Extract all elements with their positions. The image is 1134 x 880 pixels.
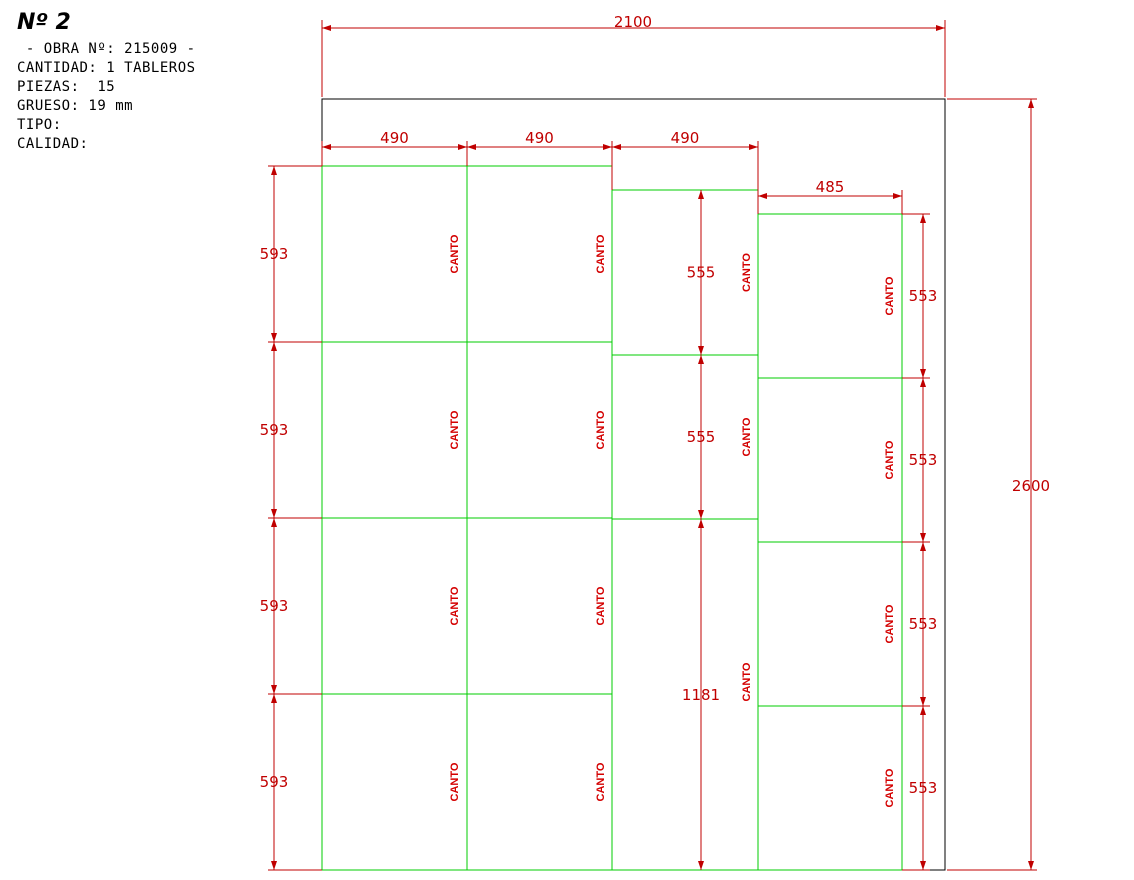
piece	[757, 705, 903, 871]
dimension-label: 553	[909, 779, 938, 797]
dimension-label: 485	[816, 178, 845, 196]
piece	[757, 213, 903, 379]
dimension-label: 490	[525, 129, 554, 147]
dimension-arrow	[271, 342, 277, 351]
dimension-arrow	[920, 706, 926, 715]
grueso-line: GRUESO: 19 mm	[17, 98, 134, 114]
dimension-label: 555	[687, 264, 716, 282]
dimension-label: 490	[380, 129, 409, 147]
piece	[321, 517, 468, 695]
dimension-label: 1181	[682, 686, 720, 704]
dimension-label: 2100	[614, 13, 652, 31]
dimension-arrow	[603, 144, 612, 150]
dimension-arrow	[920, 697, 926, 706]
board-outline	[321, 98, 946, 871]
piece	[466, 341, 613, 519]
dimension-label: 553	[909, 615, 938, 633]
canto-edge-label: CANTO	[741, 662, 753, 701]
cantidad-line: CANTIDAD: 1 TABLEROS	[17, 60, 196, 76]
canto-edge-label: CANTO	[595, 762, 607, 801]
dimension-arrow	[698, 190, 704, 199]
dimension-arrow	[271, 861, 277, 870]
dimension-arrow	[936, 25, 945, 31]
canto-edge-label: CANTO	[595, 410, 607, 449]
piece	[757, 377, 903, 543]
piece	[466, 165, 613, 343]
dimension-arrow	[322, 144, 331, 150]
dimension-arrow	[698, 355, 704, 364]
piece	[757, 541, 903, 707]
dimension-arrow	[322, 25, 331, 31]
dimension-arrow	[920, 861, 926, 870]
canto-edge-label: CANTO	[884, 440, 896, 479]
piece	[321, 693, 468, 871]
dimension-label: 593	[260, 245, 289, 263]
calidad-line: CALIDAD:	[17, 136, 89, 152]
dimension-label: 553	[909, 287, 938, 305]
canto-edge-label: CANTO	[884, 768, 896, 807]
dimension-arrow	[271, 166, 277, 175]
dimension-label: 553	[909, 451, 938, 469]
dimension-arrow	[271, 685, 277, 694]
canto-edge-label: CANTO	[449, 586, 461, 625]
dimension-arrow	[271, 518, 277, 527]
canto-edge-label: CANTO	[595, 586, 607, 625]
canto-edge-label: CANTO	[741, 417, 753, 456]
canto-edge-label: CANTO	[884, 604, 896, 643]
dimension-arrow	[920, 533, 926, 542]
dimension-arrow	[698, 510, 704, 519]
dimension-label: 593	[260, 597, 289, 615]
piece	[466, 693, 613, 871]
dimension-arrow	[1028, 99, 1034, 108]
dimension-arrow	[698, 346, 704, 355]
dimension-label: 593	[260, 773, 289, 791]
dimension-label: 490	[671, 129, 700, 147]
dimension-arrow	[1028, 861, 1034, 870]
piezas-line: PIEZAS: 15	[17, 79, 116, 95]
dimension-arrow	[271, 509, 277, 518]
dimension-arrow	[893, 193, 902, 199]
dimension-arrow	[920, 542, 926, 551]
dimension-arrow	[920, 369, 926, 378]
canto-edge-label: CANTO	[595, 234, 607, 273]
dimension-label: 2600	[1012, 477, 1050, 495]
canto-edge-label: CANTO	[741, 253, 753, 292]
dimension-arrow	[749, 144, 758, 150]
piece	[611, 189, 759, 356]
dimension-arrow	[698, 519, 704, 528]
tipo-line: TIPO:	[17, 117, 62, 133]
dimension-label: 593	[260, 421, 289, 439]
dimension-arrow	[758, 193, 767, 199]
canto-edge-label: CANTO	[449, 234, 461, 273]
dimension-arrow	[467, 144, 476, 150]
dimension-label: 555	[687, 428, 716, 446]
canto-edge-label: CANTO	[884, 276, 896, 315]
dimension-arrow	[920, 214, 926, 223]
dimension-arrow	[271, 694, 277, 703]
cut-sheet-header: Nº 2 - OBRA Nº: 215009 - CANTIDAD: 1 TAB…	[17, 10, 196, 154]
piece	[321, 341, 468, 519]
dimension-arrow	[612, 144, 621, 150]
sheet-number: Nº 2	[17, 10, 71, 35]
piece	[611, 354, 759, 520]
dimension-arrow	[920, 378, 926, 387]
obra-number: - OBRA Nº: 215009 -	[17, 41, 196, 57]
canto-edge-label: CANTO	[449, 410, 461, 449]
dimension-arrow	[698, 861, 704, 870]
canto-edge-label: CANTO	[449, 762, 461, 801]
piece	[321, 165, 468, 343]
piece	[466, 517, 613, 695]
dimension-arrow	[271, 333, 277, 342]
dimension-arrow	[458, 144, 467, 150]
